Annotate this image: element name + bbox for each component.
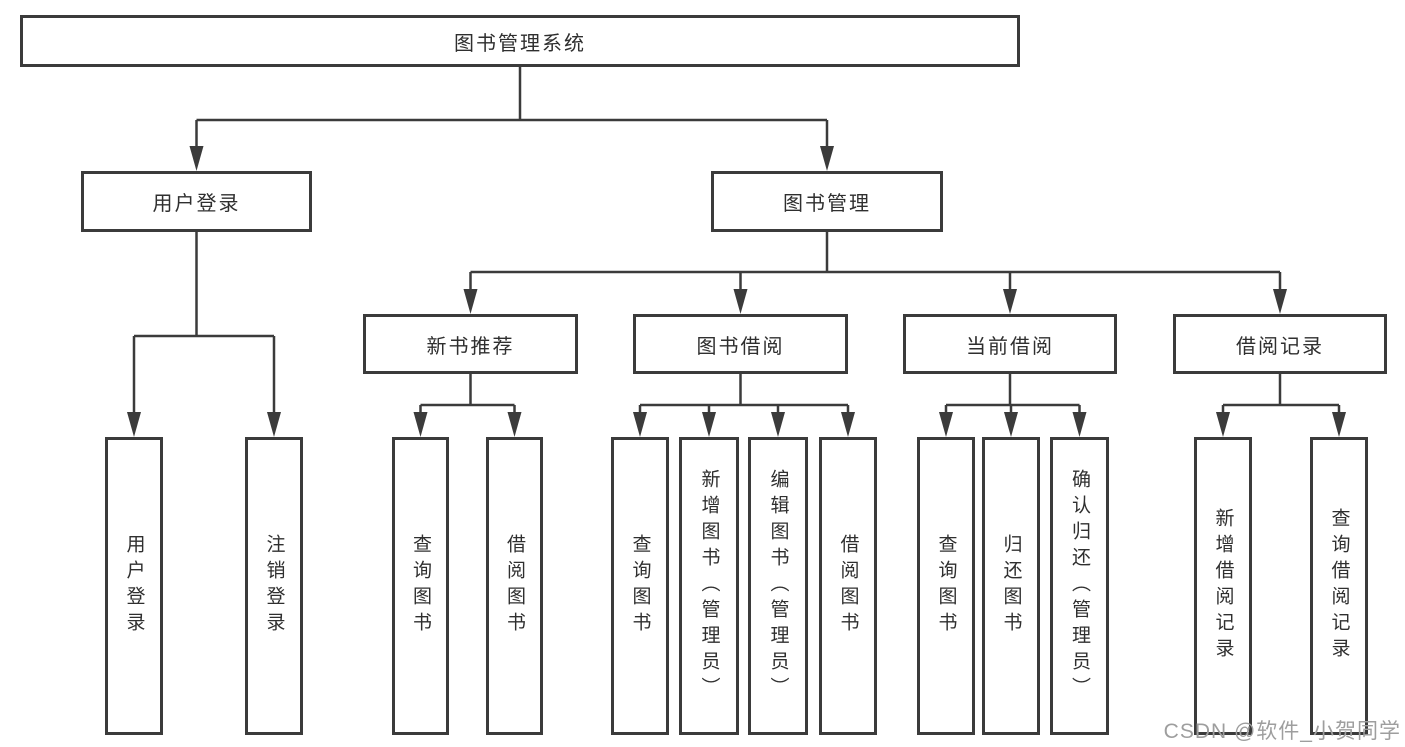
node-add-book-admin: 新增图书（管理员） <box>679 437 739 735</box>
node-logout: 注销登录 <box>245 437 303 735</box>
node-label: 图书借阅 <box>696 335 785 358</box>
node-library-system: 图书管理系统 <box>20 15 1020 67</box>
node-label: 图书管理系统 <box>454 32 586 55</box>
node-query-books-recommend: 查询图书 <box>392 437 449 735</box>
node-label: 编辑图书（管理员） <box>767 469 789 703</box>
node-query-borrow-record: 查询借阅记录 <box>1310 437 1368 735</box>
node-current-borrowing: 当前借阅 <box>903 314 1117 374</box>
node-return-books: 归还图书 <box>982 437 1040 735</box>
node-label: 当前借阅 <box>966 335 1054 358</box>
node-label: 归还图书 <box>1000 534 1022 638</box>
node-label: 图书管理 <box>783 193 871 215</box>
node-label: 借阅图书 <box>504 534 525 638</box>
node-label: 确认归还（管理员） <box>1069 469 1090 703</box>
node-label: 借阅图书 <box>837 534 859 638</box>
node-borrowing-records: 借阅记录 <box>1173 314 1387 374</box>
node-user-login-leaf: 用户登录 <box>105 437 163 735</box>
node-borrow-books: 借阅图书 <box>819 437 877 735</box>
node-book-management: 图书管理 <box>711 171 943 232</box>
node-label: 查询借阅记录 <box>1328 508 1350 664</box>
node-borrow-books-recommend: 借阅图书 <box>486 437 543 735</box>
arrowheads <box>127 146 1346 437</box>
node-label: 注销登录 <box>263 534 285 638</box>
node-edit-book-admin: 编辑图书（管理员） <box>748 437 808 735</box>
node-user-login: 用户登录 <box>81 171 312 232</box>
node-label: 用户登录 <box>152 193 241 215</box>
node-label: 查询图书 <box>935 534 957 638</box>
node-label: 查询图书 <box>410 534 431 638</box>
node-label: 借阅记录 <box>1236 335 1324 358</box>
node-new-book-recommendation: 新书推荐 <box>363 314 578 374</box>
node-query-books-current: 查询图书 <box>917 437 975 735</box>
node-label: 新增借阅记录 <box>1212 508 1234 664</box>
node-label: 查询图书 <box>629 534 651 638</box>
node-label: 新增图书（管理员） <box>698 469 720 703</box>
node-confirm-return-admin: 确认归还（管理员） <box>1050 437 1109 735</box>
node-label: 新书推荐 <box>426 335 515 358</box>
node-book-borrowing: 图书借阅 <box>633 314 848 374</box>
node-add-borrow-record: 新增借阅记录 <box>1194 437 1252 735</box>
csdn-watermark: CSDN @软件_小贺同学 <box>1163 720 1401 743</box>
node-query-books-borrowing: 查询图书 <box>611 437 669 735</box>
node-label: 用户登录 <box>123 534 145 638</box>
